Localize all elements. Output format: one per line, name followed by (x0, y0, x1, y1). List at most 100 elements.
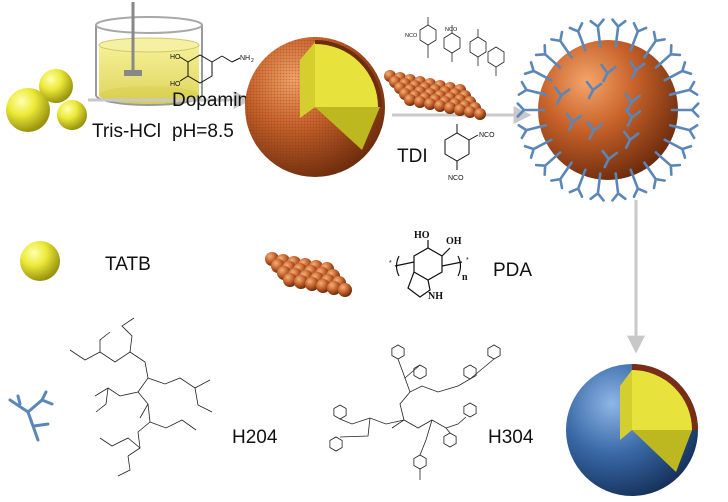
label-pda: PDA (493, 260, 532, 281)
pda-nh: NH (428, 291, 443, 302)
polymer-branch (643, 30, 666, 59)
polymer-branch (670, 102, 700, 118)
pda-ball (424, 98, 436, 110)
polymer-branch (600, 63, 617, 83)
h204-bond (147, 377, 211, 389)
phenol-ring (413, 364, 427, 380)
h304-bond (419, 419, 433, 456)
h204-bond (194, 387, 213, 413)
pda-ball (305, 277, 319, 291)
polymer-branch (654, 151, 682, 176)
phenol-ring (413, 454, 427, 470)
tdi-graft-nco-2: NCO (445, 27, 458, 33)
label-ph: pH=8.5 (172, 121, 234, 142)
dopamine-nh2-sub: 2 (251, 58, 254, 64)
polymer-branch (586, 121, 603, 140)
polymer-branch (601, 149, 618, 169)
pda-ball (283, 273, 297, 287)
polymer-branch (643, 161, 666, 190)
phenol-ring (463, 402, 477, 418)
pda-oh: OH (446, 236, 462, 247)
polymer-branch (550, 161, 573, 190)
pda-ball (404, 94, 416, 106)
h304-bond (469, 358, 495, 380)
legend-polymer-branch (8, 390, 54, 442)
label-tdi: TDI (397, 146, 428, 167)
pda-n-subscript: n (462, 272, 468, 283)
pda-ball (414, 96, 426, 108)
h304-bond (445, 427, 451, 434)
tdi-nco-top: NCO (479, 132, 495, 139)
polymer-branch (565, 112, 583, 132)
pda-ball (327, 281, 341, 295)
pda-ball (454, 104, 466, 116)
h204-bond (121, 317, 135, 353)
polymer-branch (624, 92, 641, 112)
polymer-branch (663, 138, 693, 159)
polymer-branch (663, 61, 693, 82)
h304-bond (397, 358, 421, 379)
polymer-branch (668, 124, 699, 140)
tdi-nco-bottom: NCO (448, 175, 464, 182)
h204-bond (99, 331, 111, 352)
pda-ball (444, 102, 456, 114)
pda-coated-sphere (245, 37, 385, 177)
h204-bond (127, 403, 151, 457)
polymer-branch (611, 18, 627, 48)
pda-layer-with-tdi (384, 70, 486, 120)
polymer-branch (629, 168, 648, 198)
phenol-ring (443, 432, 457, 448)
h204-bond (94, 387, 139, 397)
dopamine-nh2: NH (240, 55, 250, 62)
dopamine-ho-2: HO (170, 81, 181, 88)
pda-ball (294, 275, 308, 289)
polymer-branch (628, 60, 646, 80)
polymer-branch (523, 138, 553, 159)
phenol-ring (463, 364, 477, 380)
polymer-branch (611, 172, 627, 202)
h204-structure (69, 317, 213, 477)
label-h204: H204 (232, 427, 278, 448)
polymer-branch (553, 86, 571, 105)
legend-tatb-particle (20, 241, 60, 281)
h204-bond (69, 349, 146, 363)
polymer-branch (517, 124, 548, 140)
polymer-branch (523, 61, 553, 82)
polymer-branch (629, 22, 648, 52)
pda-ball (338, 283, 352, 297)
pda-ball (316, 279, 330, 293)
h204-bond (149, 419, 197, 431)
tatb-particles (6, 69, 87, 132)
dopamine-ho-1: HO (170, 54, 181, 61)
phenol-ring (391, 344, 405, 360)
pda-ball (464, 106, 476, 118)
polymer-branch (589, 172, 605, 202)
polymer-branch (568, 22, 587, 52)
phenol-ring (329, 436, 343, 452)
tdi-graft-nco-1: NCO (405, 33, 418, 39)
h204-bond (117, 455, 131, 477)
pda-star-right: * (466, 257, 469, 264)
h304-bond (457, 416, 467, 425)
polymer-branch (589, 18, 605, 48)
tdi-structure (444, 124, 479, 170)
h304-bond (339, 417, 405, 425)
label-h304: H304 (488, 427, 534, 448)
polymer-branch (534, 44, 562, 69)
phenol-ring (487, 344, 501, 360)
grafted-sphere (516, 18, 700, 202)
polymer-branch (585, 80, 603, 100)
polymer-branch (654, 44, 682, 69)
polymer-branch (568, 168, 587, 198)
label-tris-hcl: Tris-HCl (92, 121, 161, 142)
label-tatb: TATB (105, 254, 151, 275)
h204-bond (99, 437, 141, 449)
legend-pda-layer (265, 252, 352, 297)
polymer-branch (668, 80, 699, 96)
pda-star-left: * (389, 260, 392, 267)
pda-ho: HO (414, 230, 430, 241)
polymer-branch (516, 102, 546, 118)
h204-bond (95, 387, 109, 413)
h304-bond (404, 377, 471, 393)
pda-ball (434, 100, 446, 112)
